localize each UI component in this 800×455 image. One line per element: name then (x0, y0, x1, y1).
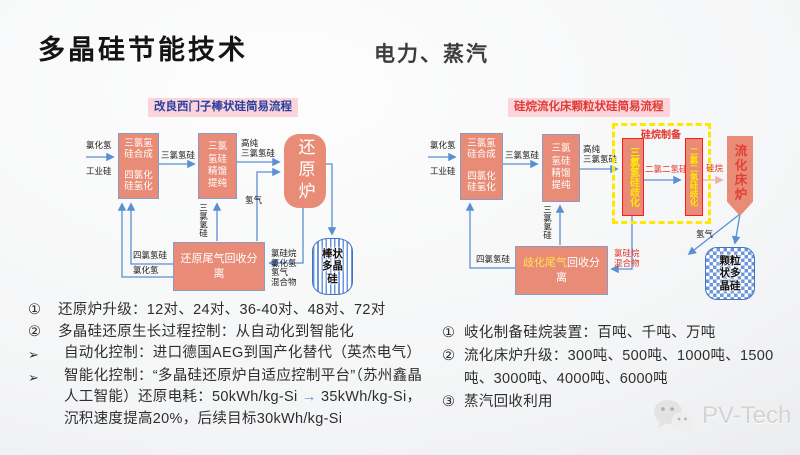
hcl-feed-label: 氯化氢 (86, 140, 112, 150)
silane-preparation-label: 硅烷制备 (641, 130, 681, 141)
tcs-vertical-stream-label-right: 三氯氢硅 (542, 205, 553, 239)
hcl-recycle-label: 氯化氢 (133, 265, 159, 275)
disprop-tailgas-recovery-box: 歧化尾气回收分离 (515, 246, 608, 295)
dcs-disproportionation-label: 二氯二氢硅歧化 (689, 147, 699, 207)
pure-tcs-stream-label-right: 高纯 三氯氢硅 (583, 144, 618, 164)
note-growth-process-control: ② 多晶硅还原生长过程控制：从自动化到智能化 (28, 322, 432, 344)
note-text: 流化床炉升级：300吨、500吨、1000吨、1500吨、3000吨、4000吨… (464, 348, 774, 387)
fluidized-bed-reactor-shape: 流化床炉 (727, 136, 753, 216)
note-bullet: ③ (442, 394, 455, 410)
note-automation-control: ➢ 自动化控制：进口德国AEG到国产化替代（英杰电气） (28, 343, 432, 366)
tcs-synthesis-box-right: 三氯氢硅合成 四氯化硅氢化 (460, 133, 503, 200)
chlorosilane-mixture-label: 氯硅烷 混合物 (614, 248, 640, 268)
note-intelligent-control: ➢ 智能化控制：“多晶硅还原炉自适应控制平台”（苏州鑫晶人工智能）还原电耗：50… (28, 366, 432, 431)
stc-hydrogenation-label-right: 四氯化硅氢化 (467, 171, 496, 194)
note-text: 还原炉升级：12对、24对、36-40对、48对、72对 (58, 302, 386, 318)
tcs-stream-label: 三氯氢硅 (161, 150, 196, 160)
slide-subtitle: 电力、蒸汽 (374, 43, 489, 66)
offgas-mixture-label: 氯硅烷 氯化氢 氢气 混合物 (271, 248, 297, 287)
note-steam-recovery: ③ 蒸汽回收利用 (442, 391, 787, 414)
note-text: 自动化控制：进口德国AEG到国产化替代（英杰电气） (64, 345, 422, 361)
pure-tcs-stream-label: 高纯 三氯氢硅 (241, 138, 276, 158)
pvtech-logo: PV-Tech (652, 398, 791, 434)
tcs-synthesis-label: 三氯氢硅合成 (124, 138, 153, 160)
note-text-post: 35kWh/kg-Si，沉积速度提高20%，后续目标30kWh/kg-Si (64, 389, 422, 427)
metallurgical-silicon-feed-label-right: 工业硅 (430, 166, 456, 176)
hydrogen-stream-label: 氢气 (245, 195, 263, 205)
tcs-synthesis-box: 三氯氢硅合成 四氯化硅氢化 (118, 133, 159, 199)
rod-polysilicon-label: 棒状 多晶 硅 (322, 247, 343, 285)
fluidized-bed-reactor-label: 流化床炉 (732, 144, 747, 202)
tcs-distillation-label-right: 三氯氢硅精馏提纯 (551, 143, 571, 192)
note-silane-device: ① 岐化制备硅烷装置：百吨、千吨、万吨 (442, 322, 787, 345)
disprop-tailgas-recovery-label: 歧化尾气回收分离 (520, 256, 604, 285)
left-flow-header-badge: 改良西门子棒状硅简易流程 (148, 98, 298, 117)
note-bullet: ② (442, 348, 455, 364)
note-bullet: ① (442, 325, 455, 341)
note-text-pre: 智能化控制：“多晶硅还原炉自适应控制平台”（苏州鑫晶人工智能）还原电耗：50kW… (64, 367, 423, 406)
note-bullet: ① (28, 302, 41, 318)
granular-polysilicon-label: 颗粒 状多 晶硅 (719, 254, 741, 292)
granular-polysilicon-product: 颗粒 状多 晶硅 (705, 247, 755, 300)
note-fbr-upgrade: ② 流化床炉升级：300吨、500吨、1000吨、1500吨、3000吨、400… (442, 345, 787, 391)
page-title: 多晶硅节能技术 (38, 35, 248, 65)
note-text: 智能化控制：“多晶硅还原炉自适应控制平台”（苏州鑫晶人工智能）还原电耗：50kW… (58, 366, 432, 431)
note-text: 蒸汽回收利用 (464, 394, 553, 410)
silane-stream-label: 硅烷 (706, 163, 724, 173)
tcs-distillation-label: 三氯氢硅精馏提纯 (207, 141, 227, 190)
note-text: 多晶硅还原生长过程控制：从自动化到智能化 (58, 323, 354, 340)
disprop-tailgas-label-part2: 回收分离 (556, 257, 600, 284)
note-bullet: ➢ (28, 347, 39, 362)
note-text: 岐化制备硅烷装置：百吨、千吨、万吨 (464, 325, 716, 341)
disprop-tailgas-label-part1: 歧化尾气 (523, 257, 567, 270)
note-bullet: ② (28, 323, 41, 340)
dcs-stream-label: 二氯二氢硅 (645, 164, 688, 174)
tcs-vertical-stream-label: 三氯氢硅 (198, 203, 209, 237)
pvtech-logo-text: PV-Tech (702, 402, 792, 429)
tcs-distillation-box-right: 三氯氢硅精馏提纯 (542, 134, 580, 202)
right-flow-header-badge: 硅烷流化床颗粒状硅简易流程 (508, 98, 670, 117)
tcs-distillation-box: 三氯氢硅精馏提纯 (198, 133, 237, 199)
dcs-disproportionation-box: 二氯二氢硅歧化 (685, 138, 703, 216)
tcs-stream-label-right: 三氯氢硅 (505, 150, 540, 160)
right-arrow-glyph: → (301, 389, 317, 405)
tcs-disproportionation-label: 三氯氢硅歧化 (627, 147, 639, 207)
reduction-furnace-box: 还原炉 (284, 134, 326, 208)
reduction-furnace-label: 还原炉 (295, 138, 315, 204)
hydrogen-stream-label-right: 氢气 (696, 229, 714, 239)
stc-hydrogenation-label: 四氯化硅氢化 (124, 170, 153, 193)
rod-polysilicon-product: 棒状 多晶 硅 (312, 238, 353, 295)
stc-recycle-label-right: 四氯氢硅 (476, 254, 511, 264)
silane-preparation-group (612, 123, 711, 224)
left-notes-block: ① 还原炉升级：12对、24对、36-40对、48对、72对 ② 多晶硅还原生长… (28, 300, 432, 430)
note-reduction-furnace-upgrade: ① 还原炉升级：12对、24对、36-40对、48对、72对 (28, 300, 432, 322)
tcs-synthesis-label-right: 三氯氢硅合成 (467, 138, 496, 160)
reduction-tailgas-recovery-label: 还原尾气回收分离 (180, 253, 258, 280)
stc-recycle-label: 四氯氢硅 (133, 250, 168, 260)
metallurgical-silicon-feed-label: 工业硅 (86, 166, 112, 176)
wechat-icon (654, 400, 693, 433)
tcs-disproportionation-box: 三氯氢硅歧化 (622, 138, 644, 216)
note-bullet: ➢ (28, 369, 39, 385)
reduction-tailgas-recovery-box: 还原尾气回收分离 (173, 242, 265, 291)
hcl-feed-label-right: 氯化氢 (430, 140, 456, 150)
right-notes-block: ① 岐化制备硅烷装置：百吨、千吨、万吨 ② 流化床炉升级：300吨、500吨、1… (442, 322, 787, 414)
